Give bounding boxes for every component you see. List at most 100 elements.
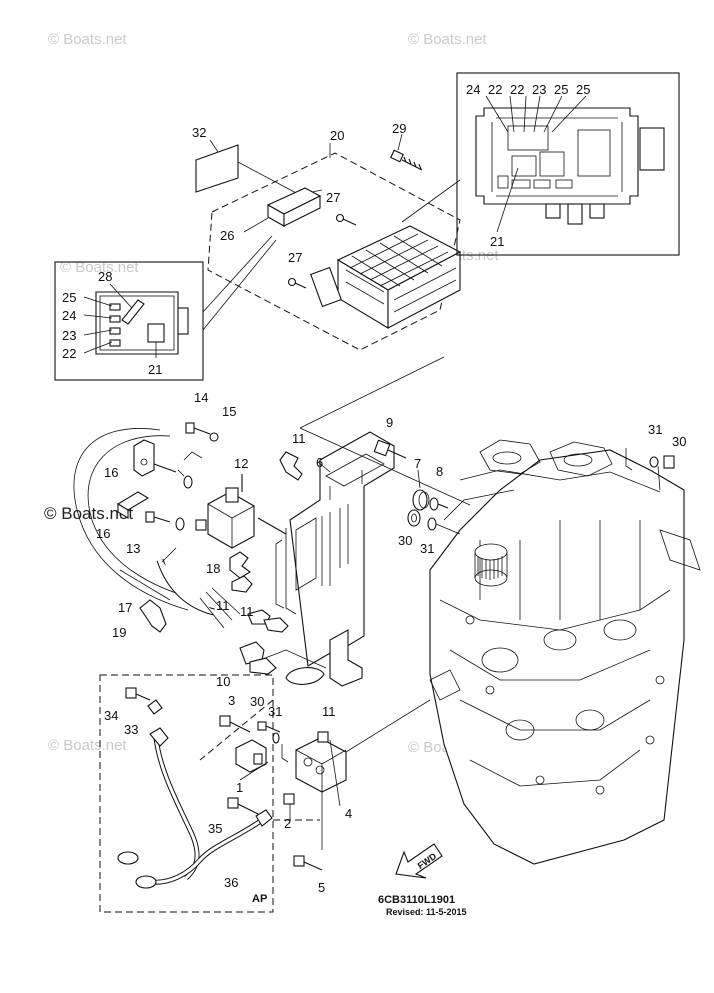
leader-line	[209, 139, 219, 153]
callout-number: 7	[414, 456, 421, 471]
relay-12	[195, 474, 287, 549]
connector-16a	[133, 439, 177, 477]
collar-8	[429, 497, 449, 511]
callout-number: 29	[392, 121, 406, 136]
mounting-bracket	[275, 431, 395, 687]
callout-number: 32	[192, 125, 206, 140]
callout-number: 11	[292, 431, 306, 446]
clip-19	[139, 599, 167, 633]
ap-label: AP	[252, 893, 267, 905]
callout-number: 31	[268, 704, 282, 719]
leader-line	[243, 217, 269, 233]
callout-number: 35	[208, 821, 222, 836]
callout-number: 16	[96, 526, 110, 541]
bolt-13	[145, 511, 171, 523]
watermark: © Boats.net	[48, 31, 127, 48]
callout-number: 34	[104, 708, 118, 723]
starter-relay	[295, 731, 347, 793]
callout-number: 30	[398, 533, 412, 548]
fwd-arrow: FWD	[395, 843, 443, 879]
leader-line	[417, 469, 421, 489]
callout-number: 22	[488, 82, 502, 97]
callout-number: 15	[222, 404, 236, 419]
callout-number: 3	[228, 693, 235, 708]
callout-number: 21	[148, 362, 162, 377]
engine-block	[429, 439, 701, 865]
callout-number: 9	[386, 415, 393, 430]
callout-number: 4	[345, 806, 352, 821]
callout-number: 12	[234, 456, 248, 471]
screw-27a	[335, 213, 357, 226]
callout-number: 16	[104, 465, 118, 480]
callout-number: 11	[322, 704, 336, 719]
callout-number: 25	[576, 82, 590, 97]
callout-number: 33	[124, 722, 138, 737]
leader-line	[259, 649, 327, 669]
bolt-34	[125, 687, 151, 701]
screw-29	[390, 149, 423, 171]
washer-30	[407, 509, 421, 527]
bolt-30-top	[625, 448, 675, 491]
callout-number: 28	[98, 269, 112, 284]
callout-number: 31	[420, 541, 434, 556]
leader-line	[345, 699, 431, 753]
callout-number: 27	[288, 250, 302, 265]
callout-number: 19	[112, 625, 126, 640]
callout-number: 26	[220, 228, 234, 243]
bolt-3	[219, 715, 251, 733]
leader-line	[329, 739, 341, 807]
label-sticker	[195, 144, 239, 193]
watermark: © Boats.net	[48, 737, 127, 754]
leader-line	[401, 179, 461, 223]
callout-number: 8	[436, 464, 443, 479]
callout-number: 11	[240, 604, 254, 619]
callout-number: 23	[532, 82, 546, 97]
leader-line	[299, 427, 471, 506]
callout-number: 22	[62, 346, 76, 361]
bracket-1	[235, 739, 267, 773]
callout-number: 22	[510, 82, 524, 97]
callout-number: 31	[648, 422, 662, 437]
callout-number: 10	[216, 674, 230, 689]
watermark: © Boats.net	[60, 259, 139, 276]
callout-number: 36	[224, 875, 238, 890]
washer-31	[427, 517, 461, 535]
callout-number: 13	[126, 541, 140, 556]
ap-group	[99, 674, 320, 913]
bolt-5	[293, 855, 323, 871]
connector-16b	[116, 491, 150, 519]
callout-number: 5	[318, 880, 325, 895]
leader-line	[299, 356, 445, 429]
ecu-module	[310, 225, 462, 329]
ecu-group-outline	[207, 152, 461, 351]
bolt-2	[283, 793, 295, 820]
diagram-code: 6CB3110L1901	[378, 894, 455, 906]
clamp-11	[229, 451, 325, 685]
callout-number: 17	[118, 600, 132, 615]
callout-number: 18	[206, 561, 220, 576]
leader-line	[237, 161, 301, 196]
bolt-9	[373, 439, 407, 459]
callout-number: 11	[216, 598, 230, 613]
callout-numbers: 32 20 29 27 26 27 24 22 22 23 25 25 21 2…	[62, 82, 686, 895]
grommet-7	[412, 489, 430, 511]
ecu-cover	[266, 187, 323, 227]
callout-number: 30	[672, 434, 686, 449]
bolt-14	[185, 422, 219, 442]
watermark-dark: © Boats.net	[44, 504, 133, 523]
callout-number: 27	[326, 190, 340, 205]
callout-number: 20	[330, 128, 344, 143]
callout-number: 2	[284, 816, 291, 831]
battery-cable	[117, 727, 273, 889]
fuse-detail-inset	[456, 72, 680, 256]
revision-date: Revised: 11-5-2015	[386, 907, 467, 917]
callout-number: 25	[62, 290, 76, 305]
callout-number: 6	[316, 455, 323, 470]
wire-harness	[73, 428, 241, 629]
callout-number: 25	[554, 82, 568, 97]
callout-number: 24	[62, 308, 76, 323]
leader-line	[239, 761, 269, 781]
washer-33	[147, 699, 163, 715]
